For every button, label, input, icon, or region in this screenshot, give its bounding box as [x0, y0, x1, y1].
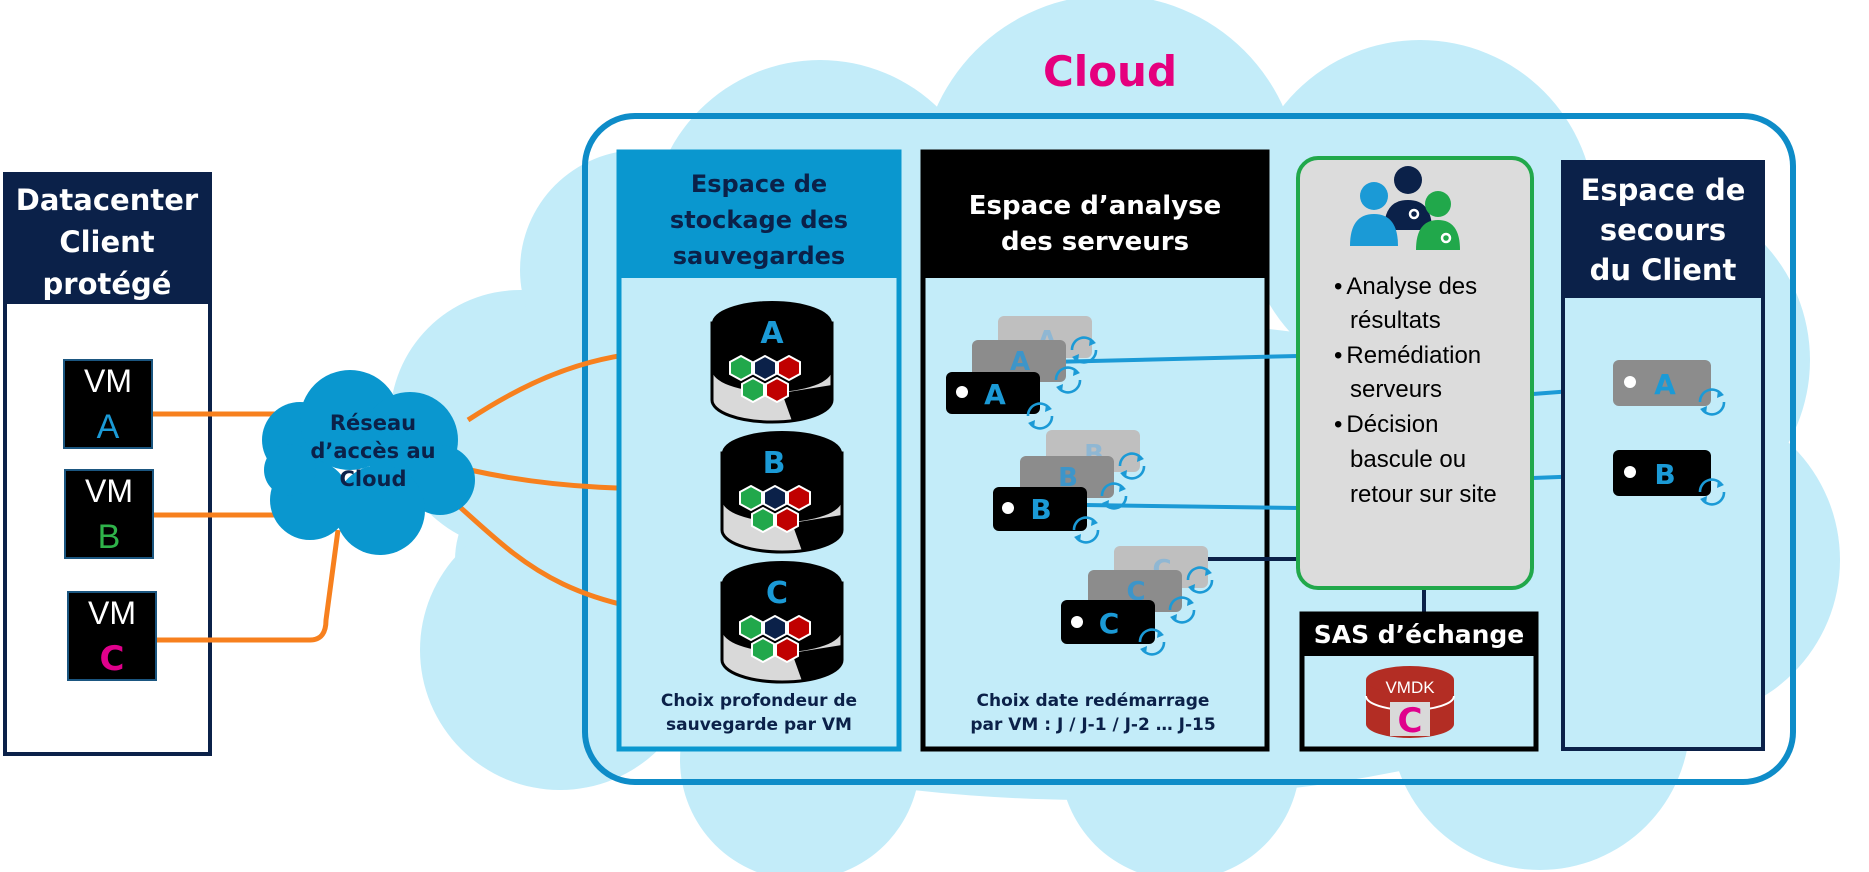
vmdk-label: VMDK [1385, 678, 1435, 697]
storage-title-line-2: stockage des [670, 206, 848, 234]
secours-title-line-1: Espace de [1581, 173, 1746, 207]
bullet-1-line-2: résultats [1350, 307, 1441, 334]
disk-a-letter: A [760, 316, 784, 351]
server-stack-b: B B B [993, 430, 1146, 544]
secours-server-a: A [1613, 360, 1726, 416]
bullet-2-line-2: serveurs [1350, 376, 1442, 403]
analysis-title-line-1: Espace d’analyse [969, 191, 1222, 221]
analysis-title-line-2: des serveurs [1001, 227, 1189, 257]
disk-c-letter: C [766, 576, 788, 611]
storage-footer-line-1: Choix profondeur de [661, 691, 857, 711]
datacenter-title-line-1: Datacenter [16, 183, 199, 217]
storage-title-line-1: Espace de [691, 170, 827, 198]
datacenter-title-line-2: Client [59, 225, 154, 259]
sas-exchange: SAS d’échange VMDK C [1299, 611, 1539, 752]
backup-disk-a: A [710, 301, 834, 424]
server-stack-c: C C C [1061, 546, 1214, 656]
bullet-3-line-1: •Décision [1334, 411, 1438, 438]
analysis-footer-line-2: par VM : J / J-1 / J-2 … J-15 [970, 715, 1215, 735]
bullet-2-line-1: •Remédiation [1334, 342, 1481, 369]
analysis-footer-line-1: Choix date redémarrage [977, 691, 1210, 711]
cloud-frame [582, 113, 1796, 785]
sas-title: SAS d’échange [1314, 620, 1525, 649]
secours-title-line-2: secours [1600, 213, 1726, 247]
secours-server-a-letter: A [1654, 368, 1676, 401]
network-label-line-1: Réseau [330, 411, 416, 435]
server-stack-a: A A A [946, 316, 1098, 430]
vm-b-letter: B [98, 518, 121, 556]
disk-b-letter: B [763, 446, 786, 481]
vm-c-label: VM [88, 595, 136, 631]
vm-a-letter: A [97, 408, 120, 446]
network-label-line-3: Cloud [339, 467, 406, 491]
experts-panel: •Analyse des résultats •Remédiation serv… [1296, 156, 1534, 590]
storage-footer-line-2: sauvegarde par VM [666, 715, 852, 735]
vm-c-letter: C [100, 639, 125, 679]
server-a-ghost-1: A [1010, 347, 1030, 377]
vm-box-c: VM C [67, 591, 157, 681]
server-c-ghost-1: C [1126, 577, 1145, 607]
bullet-3-line-2: bascule ou [1350, 446, 1466, 473]
server-b-ghost-1: B [1058, 463, 1078, 493]
backup-disk-c: C [720, 561, 844, 684]
storage-title-line-3: sauvegardes [673, 242, 845, 270]
vm-box-a: VM A [63, 359, 153, 449]
backup-disk-b: B [720, 431, 844, 554]
secours-title-line-3: du Client [1590, 253, 1737, 287]
network-cloud: Réseau d’accès au Cloud [262, 370, 475, 555]
bullet-3-line-3: retour sur site [1350, 481, 1497, 508]
vmdk-letter: C [1398, 701, 1423, 741]
datacenter-title-line-3: protégé [43, 267, 172, 301]
secours-server-b: B [1613, 450, 1726, 506]
vm-box-b: VM B [64, 469, 154, 559]
vm-b-label: VM [85, 473, 133, 509]
network-label-line-2: d’accès au [310, 439, 435, 463]
server-c-letter: C [1099, 607, 1120, 640]
vmdk-disk-icon: VMDK C [1365, 666, 1455, 741]
vm-a-label: VM [84, 363, 132, 399]
team-people-gear-icon [1350, 166, 1460, 250]
bullet-1-line-1: •Analyse des [1334, 273, 1477, 300]
cloud-title: Cloud [1043, 47, 1177, 96]
secours-server-b-letter: B [1654, 458, 1675, 491]
server-a-letter: A [984, 378, 1006, 411]
server-b-letter: B [1030, 493, 1051, 526]
